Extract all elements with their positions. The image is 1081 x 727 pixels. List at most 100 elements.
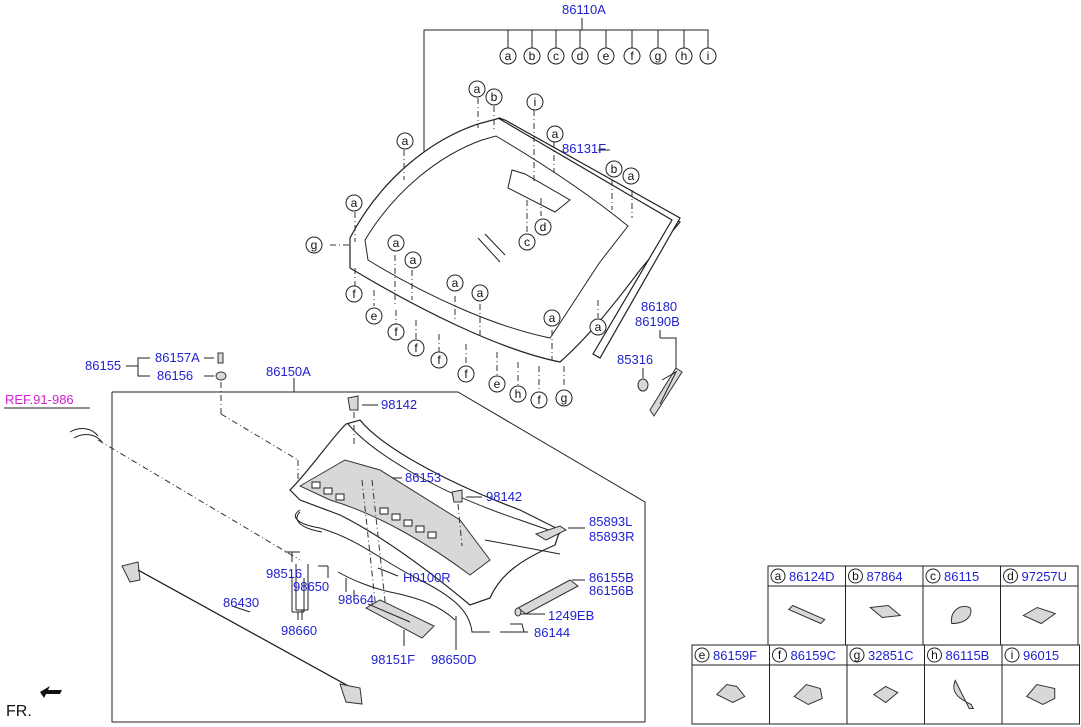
callout-f-28: f: [430, 351, 448, 369]
legend-part-c: 86115: [944, 569, 979, 584]
svg-text:f: f: [537, 393, 541, 407]
legend-cell-g: g 32851C: [846, 644, 925, 725]
cowl-assembly-box: [111, 378, 646, 723]
molding-group: [637, 330, 683, 417]
callout-a-23: a: [446, 274, 464, 292]
part-labels: 86110A 86131F 86180 86190B 85316 86155 8…: [5, 2, 680, 720]
legend-sketch-a: [787, 604, 826, 625]
weatherstrip-86430: [121, 561, 363, 705]
svg-text:i: i: [707, 49, 710, 63]
legend-part-h: 86115B: [946, 648, 990, 663]
callout-f-31: f: [457, 365, 475, 383]
legend-letter-f: f: [778, 648, 782, 662]
label-85893r: 85893R: [589, 529, 635, 544]
legend-letter-c: c: [930, 569, 936, 583]
callout-a-12: a: [396, 132, 414, 150]
label-98650d: 98650D: [431, 652, 477, 667]
svg-text:a: a: [402, 134, 409, 148]
svg-text:d: d: [540, 220, 547, 234]
legend-sketch-f: [793, 683, 823, 706]
legend-letter-g: g: [854, 648, 861, 662]
cover-seal: [514, 579, 585, 617]
legend-part-a: 86124D: [789, 569, 835, 584]
label-86430: 86430: [223, 595, 259, 610]
svg-text:b: b: [491, 90, 498, 104]
legend-sketch-b: [869, 604, 902, 619]
center-cover-98151f: [364, 599, 435, 646]
label-85316: 85316: [617, 352, 653, 367]
svg-text:b: b: [529, 49, 536, 63]
label-86150a: 86150A: [266, 364, 311, 379]
label-86144: 86144: [534, 625, 570, 640]
label-86155b: 86155B: [589, 570, 634, 585]
callout-f-22: f: [345, 285, 363, 303]
legend-sketch-c: [951, 606, 972, 625]
svg-text:f: f: [352, 287, 356, 301]
callout-d-18: d: [534, 218, 552, 236]
svg-text:a: a: [505, 49, 512, 63]
callout-b-10: b: [485, 88, 503, 106]
label-86110a: 86110A: [562, 2, 606, 17]
svg-text:f: f: [414, 341, 418, 355]
svg-text:h: h: [681, 49, 688, 63]
callout-g-35: g: [555, 389, 573, 407]
svg-text:a: a: [452, 276, 459, 290]
callout-f-27: f: [407, 339, 425, 357]
callout-g-6: g: [649, 47, 667, 65]
leader-lines: [291, 578, 457, 650]
nozzle-98142-a: [347, 395, 359, 411]
legend-sketch-d: [1022, 606, 1057, 625]
svg-text:d: d: [577, 49, 584, 63]
legend-sketch-g: [872, 685, 899, 704]
label-98516: 98516: [266, 566, 302, 581]
svg-text:g: g: [311, 238, 318, 252]
svg-text:h: h: [515, 387, 522, 401]
label-86153: 86153: [405, 470, 441, 485]
legend-letter-d: d: [1007, 569, 1014, 583]
label-86157a: 86157A: [155, 350, 200, 365]
callout-e-25: e: [365, 307, 383, 325]
svg-text:f: f: [630, 49, 634, 63]
legend-part-g: 32851C: [868, 648, 914, 663]
legend-part-d: 97257U: [1022, 569, 1068, 584]
legend-cell-c: c 86115: [922, 565, 1001, 646]
svg-text:f: f: [464, 367, 468, 381]
callout-a-29: a: [543, 309, 561, 327]
legend-sketch-h: [953, 679, 975, 709]
callout-g-17: g: [305, 236, 323, 254]
legend-letter-a: a: [775, 569, 782, 583]
cowl-screws: [126, 352, 299, 490]
label-fr: FR.: [6, 703, 32, 720]
label-98650: 98650: [293, 579, 329, 594]
molding-clip: [637, 378, 649, 392]
svg-text:i: i: [534, 95, 537, 109]
label-86180: 86180: [641, 299, 677, 314]
windshield-group: [330, 18, 709, 390]
side-cover: [484, 525, 585, 555]
label-98151f: 98151F: [371, 652, 415, 667]
legend-letter-i: i: [1011, 648, 1014, 662]
callout-f-34: f: [530, 391, 548, 409]
cowl-top-cover: [289, 395, 561, 611]
screw-86157a: [217, 352, 224, 364]
svg-text:f: f: [437, 353, 441, 367]
legend-letter-e: e: [699, 648, 706, 662]
legend-part-f: 86159C: [791, 648, 837, 663]
label-86156: 86156: [157, 368, 193, 383]
callout-b-1: b: [523, 47, 541, 65]
legend-part-e: 86159F: [713, 648, 757, 663]
label-85893l: 85893L: [589, 514, 632, 529]
callout-d-3: d: [571, 47, 589, 65]
svg-text:a: a: [552, 127, 559, 141]
svg-text:a: a: [477, 286, 484, 300]
svg-text:a: a: [351, 196, 358, 210]
callout-c-2: c: [547, 47, 565, 65]
label-86155: 86155: [85, 358, 121, 373]
label-1249eb: 1249EB: [548, 608, 594, 623]
svg-text:a: a: [393, 236, 400, 250]
